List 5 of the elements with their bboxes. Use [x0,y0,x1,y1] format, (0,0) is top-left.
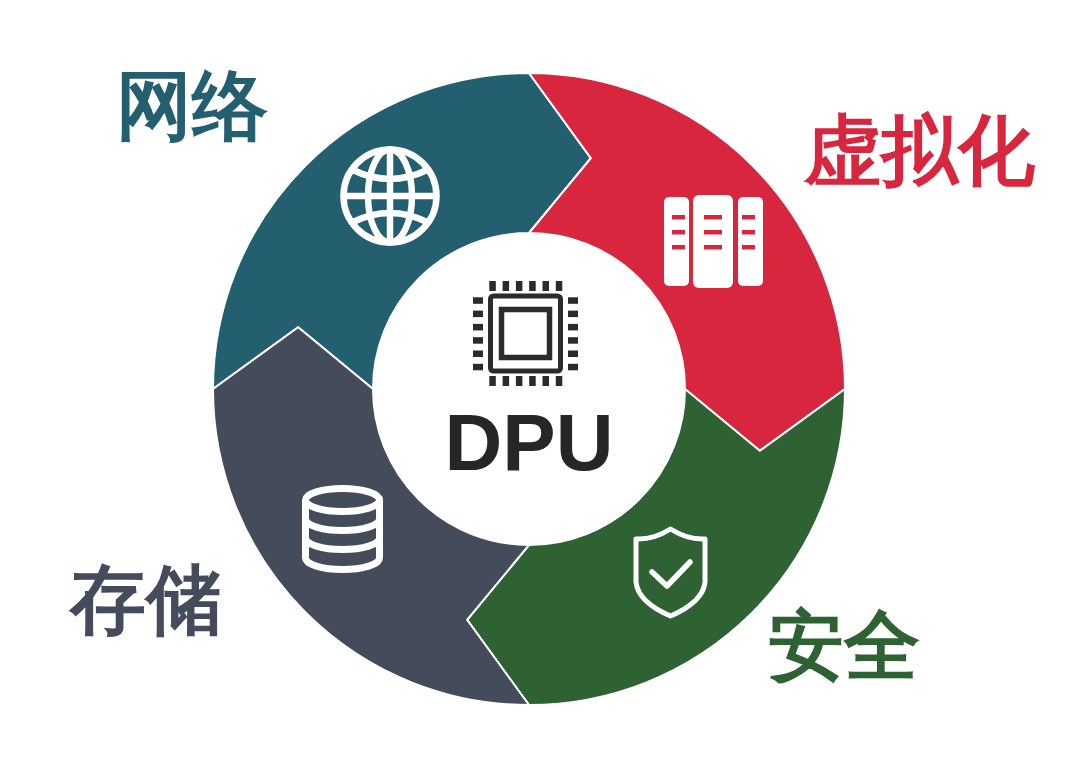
center-label: DPU [444,403,614,483]
segment-label: 虚拟化 [804,112,1035,189]
segment-label: 存储 [70,562,222,638]
segment-label: 安全 [768,608,920,684]
segment-label: 网络 [116,68,268,144]
